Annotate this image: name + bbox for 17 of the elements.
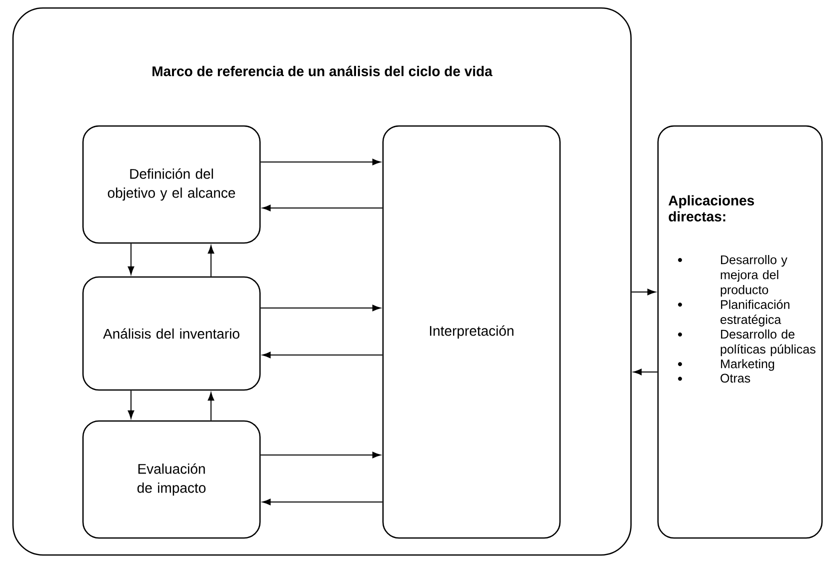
arrow: [208, 392, 214, 421]
arrow: [260, 158, 381, 166]
arrow: [260, 304, 381, 312]
arrow: [631, 288, 656, 296]
arrow: [128, 390, 134, 419]
process-box: Análisis del inventario: [82, 276, 261, 391]
arrow: [208, 245, 214, 277]
arrow: [262, 498, 383, 506]
application-box: Aplicaciones directas: Desarrollo y mejora del producto Planificación estratégica Desarrollo de políticas públicas Marketing Otras: [657, 125, 823, 539]
arrow: [260, 452, 381, 458]
arrow: [262, 204, 383, 212]
arrow: [633, 368, 658, 376]
arrow: [128, 243, 134, 275]
process-box: Definición del objetivo y el alcance: [82, 125, 261, 244]
arrow: [262, 352, 383, 358]
process-box: Interpretación: [382, 125, 561, 539]
process-box: Evaluación de impacto: [82, 420, 261, 539]
